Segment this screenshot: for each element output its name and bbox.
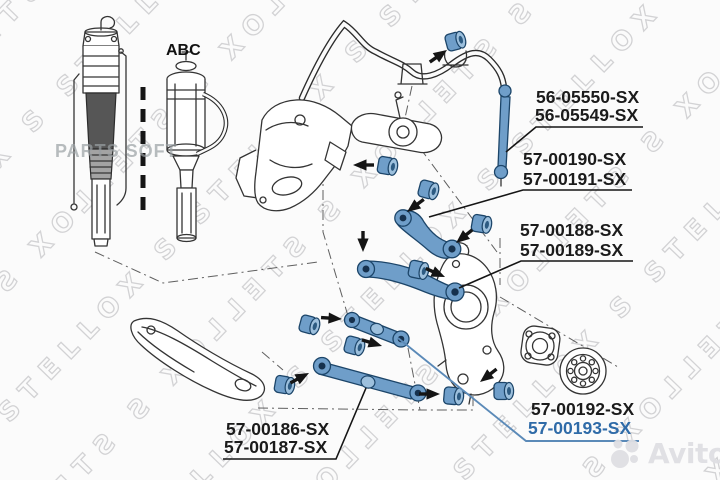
part-label-57-00192: 57-00192-SX [531, 399, 635, 419]
hub-flange [559, 347, 607, 395]
subframe [235, 91, 443, 212]
air-strut-left [70, 15, 127, 247]
label-leader-lines [223, 126, 643, 460]
part-label-57-00187: 57-00187-SX [224, 437, 328, 457]
part-label-57-00189: 57-00189-SX [520, 240, 624, 260]
stabilizer-link [493, 84, 512, 187]
abc-strut-right [166, 51, 229, 243]
abc-variant-label: ABC [166, 42, 201, 59]
trailing-arm [130, 317, 266, 401]
part-label-57-00186: 57-00186-SX [226, 419, 330, 439]
part-label-56-05550: 56-05550-SX [536, 87, 640, 107]
part-label-57-00188: 57-00188-SX [520, 220, 624, 240]
part-label-57-00191: 57-00191-SX [523, 169, 627, 189]
part-label-56-05549: 56-05549-SX [535, 105, 639, 125]
knuckle [433, 242, 505, 405]
avito-wordmark: Avito [648, 436, 720, 470]
part-label-57-00193-highlighted: 57-00193-SX [528, 418, 632, 438]
wheel-bearing [520, 325, 561, 366]
avito-circles-icon [611, 439, 639, 468]
stabilizer-bar [298, 19, 508, 102]
avito-logo: Avito [610, 437, 720, 470]
part-label-57-00190: 57-00190-SX [523, 149, 627, 169]
parts-soft-watermark: PARTS SOFT [55, 141, 178, 161]
upper-front-camber-arm [394, 209, 462, 259]
lower-control-arm [312, 356, 427, 402]
